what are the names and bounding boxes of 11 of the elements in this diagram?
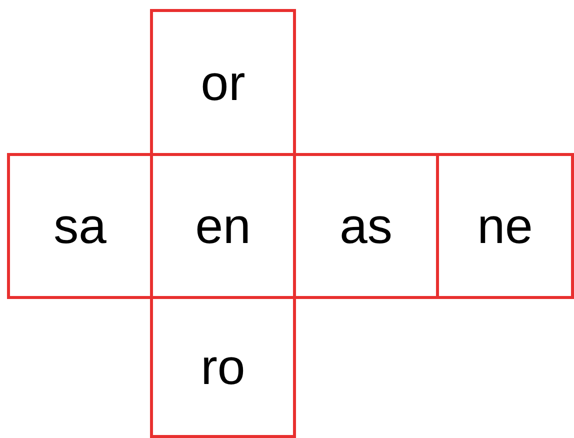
net-face-box: [436, 153, 574, 299]
face-label: en: [195, 201, 251, 251]
net-face-box: [293, 153, 439, 299]
face-label: or: [200, 58, 246, 108]
face-label: sa: [54, 201, 106, 251]
face-label: as: [340, 201, 392, 251]
face-label: ro: [200, 342, 246, 392]
face-label: ne: [477, 201, 533, 251]
net-face-box: [7, 153, 153, 299]
net-face-box: [150, 9, 296, 156]
net-face-box: [150, 296, 296, 438]
